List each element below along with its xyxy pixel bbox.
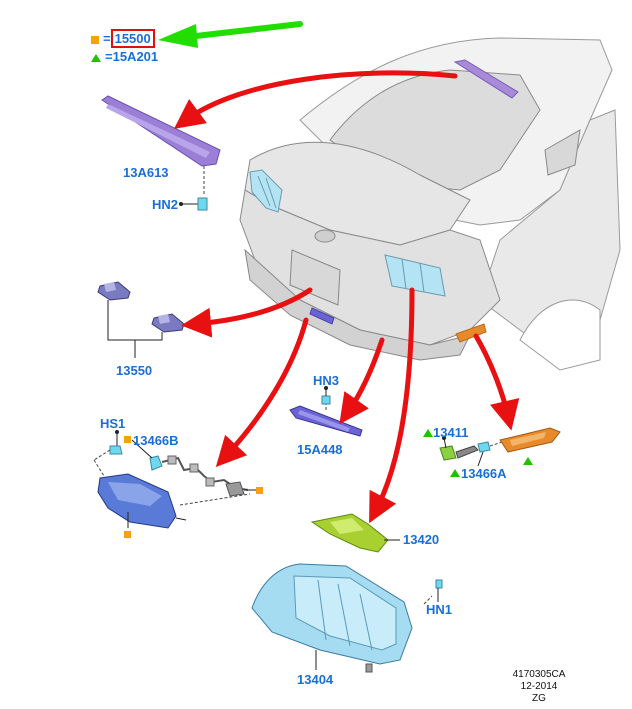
legend-square-row: =15500 [91,29,155,48]
label-13404: 13404 [297,672,334,687]
bulb-hn2-icon [179,197,208,211]
vehicle-rear-view [239,37,621,371]
triangle-marker-icon [423,429,433,437]
license-lamp-assembly [289,386,363,437]
label-13A613: 13A613 [123,165,169,180]
reference-block: 4170305CA 12-2014 ZG [510,669,568,705]
tail-lamp-housing [251,563,443,673]
reference-number: 4170305CA [512,669,566,680]
triangle-marker-icon [450,469,460,477]
legend-triangle-code: 15A201 [112,49,159,64]
reflector [310,513,400,553]
label-13420: 13420 [403,532,440,547]
label-hn1: HN1 [426,602,453,617]
legend-triangle-row: =15A201 [91,49,158,64]
legend-square-code: 15500 [110,29,155,48]
label-13466B: 13466B [133,433,179,448]
square-marker-icon [124,436,131,443]
wiring-and-reverse-lamp [93,430,256,529]
square-marker-icon [256,487,263,494]
square-marker-icon [124,531,131,538]
triangle-marker-icon [91,53,101,62]
high-mount-stop-lamp [101,95,221,196]
label-13466A: 13466A [461,466,507,481]
callout-arrows [173,70,520,524]
label-15A448: 15A448 [297,442,343,457]
side-marker-lamp [439,427,561,467]
square-marker-icon [91,35,99,44]
label-hs1: HS1 [100,416,126,431]
label-13411: 13411 [433,425,469,440]
label-hn3: HN3 [313,373,340,388]
reference-date: 12-2014 [520,681,558,692]
label-13550: 13550 [116,363,153,378]
label-hn2: HN2 [152,197,179,212]
reference-code: ZG [532,693,546,704]
pointer-arrow [158,21,303,48]
license-lamps [97,281,185,358]
